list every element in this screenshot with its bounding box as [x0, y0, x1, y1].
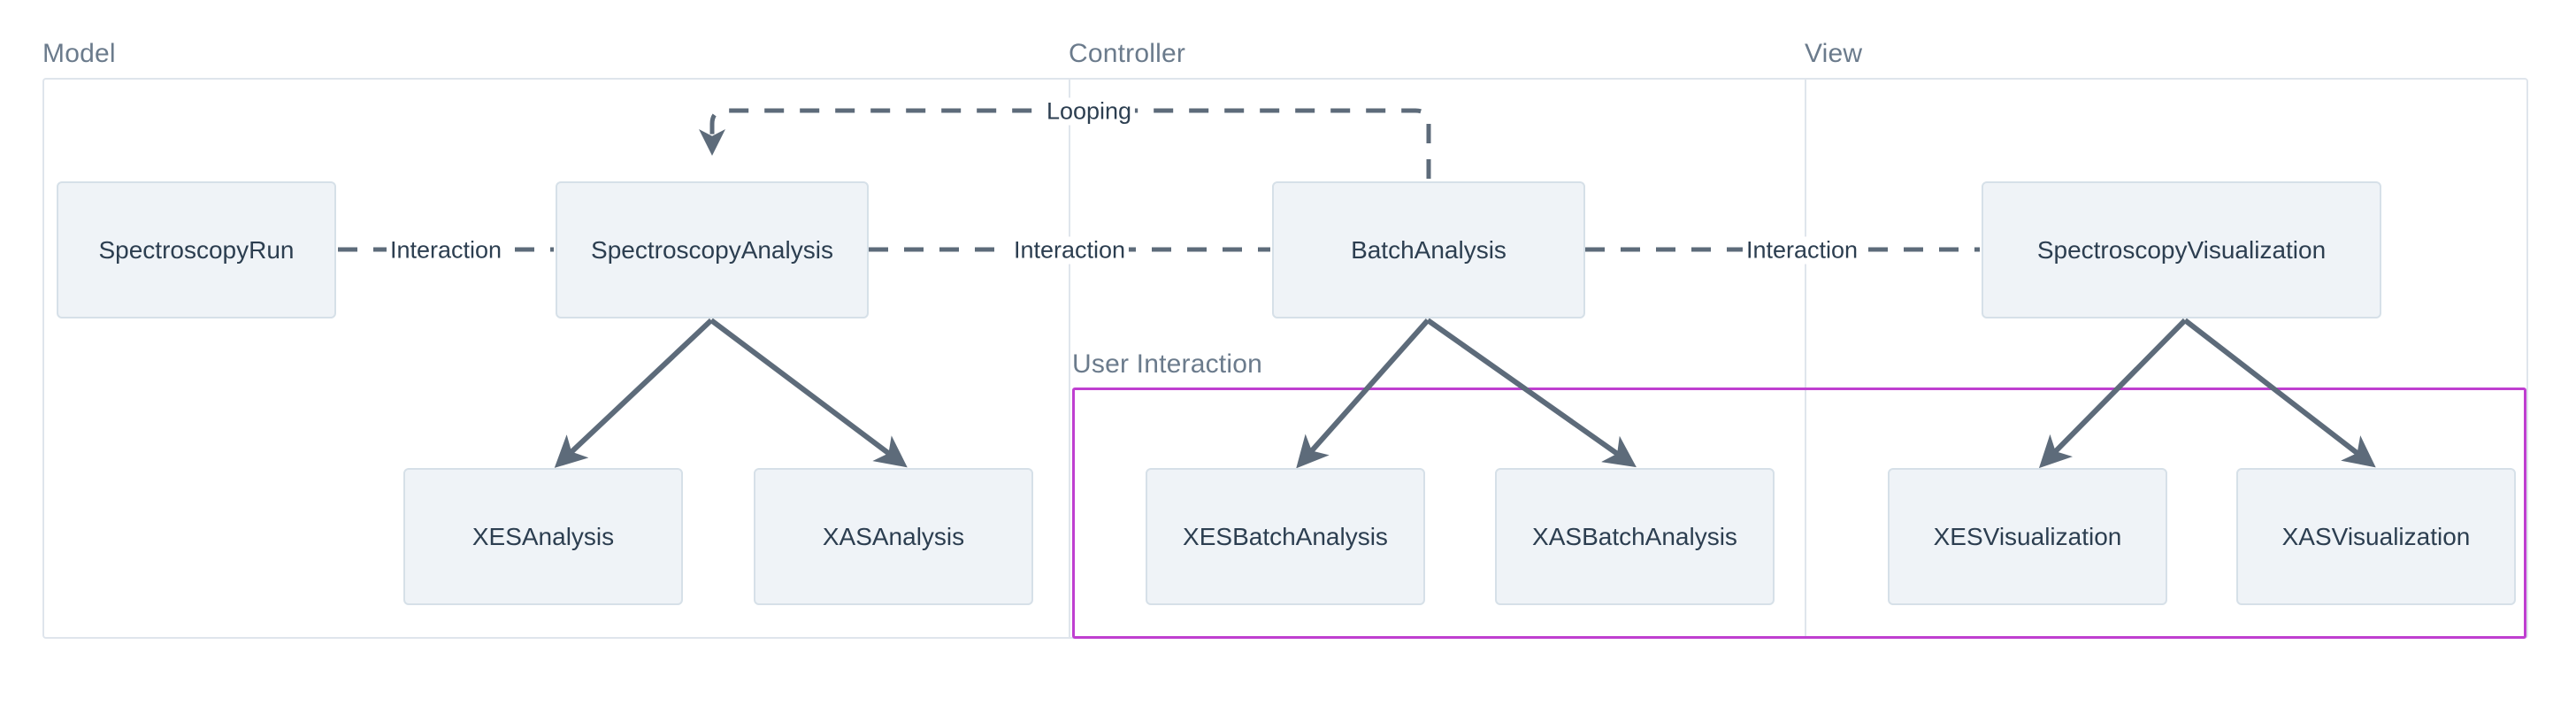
- edge-label-interaction-3: Interaction: [1742, 236, 1862, 265]
- edge-label-interaction-2: Interaction: [1009, 236, 1130, 265]
- cluster-model: [42, 78, 1069, 639]
- cluster-label-user-interaction: User Interaction: [1072, 349, 1262, 379]
- cluster-label-model: Model: [42, 39, 116, 68]
- edge-label-interaction-1: Interaction: [386, 236, 506, 265]
- node-xes-visualization[interactable]: XESVisualization: [1888, 468, 2167, 605]
- node-xas-visualization[interactable]: XASVisualization: [2236, 468, 2516, 605]
- node-batch-analysis[interactable]: BatchAnalysis: [1272, 181, 1585, 318]
- cluster-user-interaction: [1072, 388, 2526, 639]
- node-xes-batch-analysis[interactable]: XESBatchAnalysis: [1146, 468, 1425, 605]
- cluster-label-controller: Controller: [1069, 39, 1186, 68]
- node-xas-batch-analysis[interactable]: XASBatchAnalysis: [1495, 468, 1775, 605]
- node-spectroscopy-run[interactable]: SpectroscopyRun: [57, 181, 336, 318]
- cluster-label-view: View: [1805, 39, 1863, 68]
- node-xas-analysis[interactable]: XASAnalysis: [754, 468, 1033, 605]
- node-spectroscopy-analysis[interactable]: SpectroscopyAnalysis: [556, 181, 869, 318]
- edge-label-looping: Looping: [1042, 97, 1136, 126]
- node-xes-analysis[interactable]: XESAnalysis: [403, 468, 683, 605]
- node-spectroscopy-visualization[interactable]: SpectroscopyVisualization: [1982, 181, 2381, 318]
